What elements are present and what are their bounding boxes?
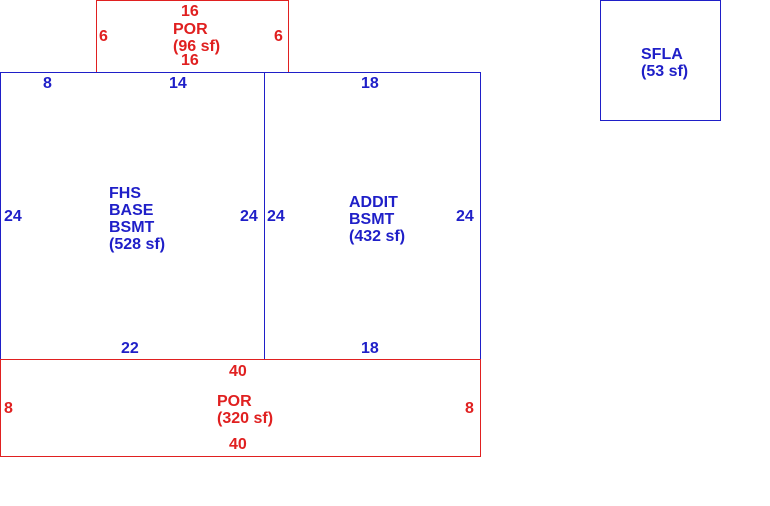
fhs-dim-left: 24 — [4, 208, 22, 225]
addit-dim-right: 24 — [456, 208, 474, 225]
por-top-dim-right: 6 — [274, 28, 283, 45]
por-bottom-size: (320 sf) — [217, 410, 274, 427]
fhs-dim-top-b: 14 — [169, 75, 187, 92]
fhs-dim-right: 24 — [240, 208, 258, 225]
addit-dim-bottom: 18 — [361, 340, 379, 357]
por-bottom-dim-right: 8 — [465, 400, 474, 417]
fhs-size: (528 sf) — [109, 236, 166, 253]
fhs-line-3: BSMT — [109, 219, 155, 236]
sfla-size: (53 sf) — [641, 63, 689, 80]
por-bottom-dim-left: 8 — [4, 400, 13, 417]
sfla-name: SFLA — [641, 46, 683, 63]
por-bottom-outline — [0, 359, 481, 457]
addit-dim-top: 18 — [361, 75, 379, 92]
fhs-dim-top-a: 8 — [43, 75, 52, 92]
por-bottom-dim-bottom: 40 — [229, 436, 247, 453]
addit-size: (432 sf) — [349, 228, 406, 245]
por-bottom-label: POR (320 sf) — [217, 393, 273, 427]
por-top-dim-left: 6 — [99, 28, 108, 45]
addit-dim-left: 24 — [267, 208, 285, 225]
por-bottom-name: POR — [217, 393, 252, 410]
por-top-dim-bottom: 16 — [181, 52, 199, 69]
fhs-line-1: FHS — [109, 185, 141, 202]
sfla-label: SFLA (53 sf) — [641, 46, 688, 80]
addit-line-2: BSMT — [349, 211, 395, 228]
por-bottom-dim-top: 40 — [229, 363, 247, 380]
por-top-dim-top: 16 — [181, 3, 199, 20]
por-top-label: POR (96 sf) — [173, 21, 220, 55]
fhs-line-2: BASE — [109, 202, 154, 219]
fhs-base-label: FHS BASE BSMT (528 sf) — [109, 185, 165, 253]
fhs-dim-bottom: 22 — [121, 340, 139, 357]
addit-bsmt-label: ADDIT BSMT (432 sf) — [349, 194, 405, 245]
por-top-size: (96 sf) — [173, 38, 221, 55]
addit-line-1: ADDIT — [349, 194, 398, 211]
sfla-outline — [600, 0, 721, 121]
por-top-name: POR — [173, 21, 208, 38]
